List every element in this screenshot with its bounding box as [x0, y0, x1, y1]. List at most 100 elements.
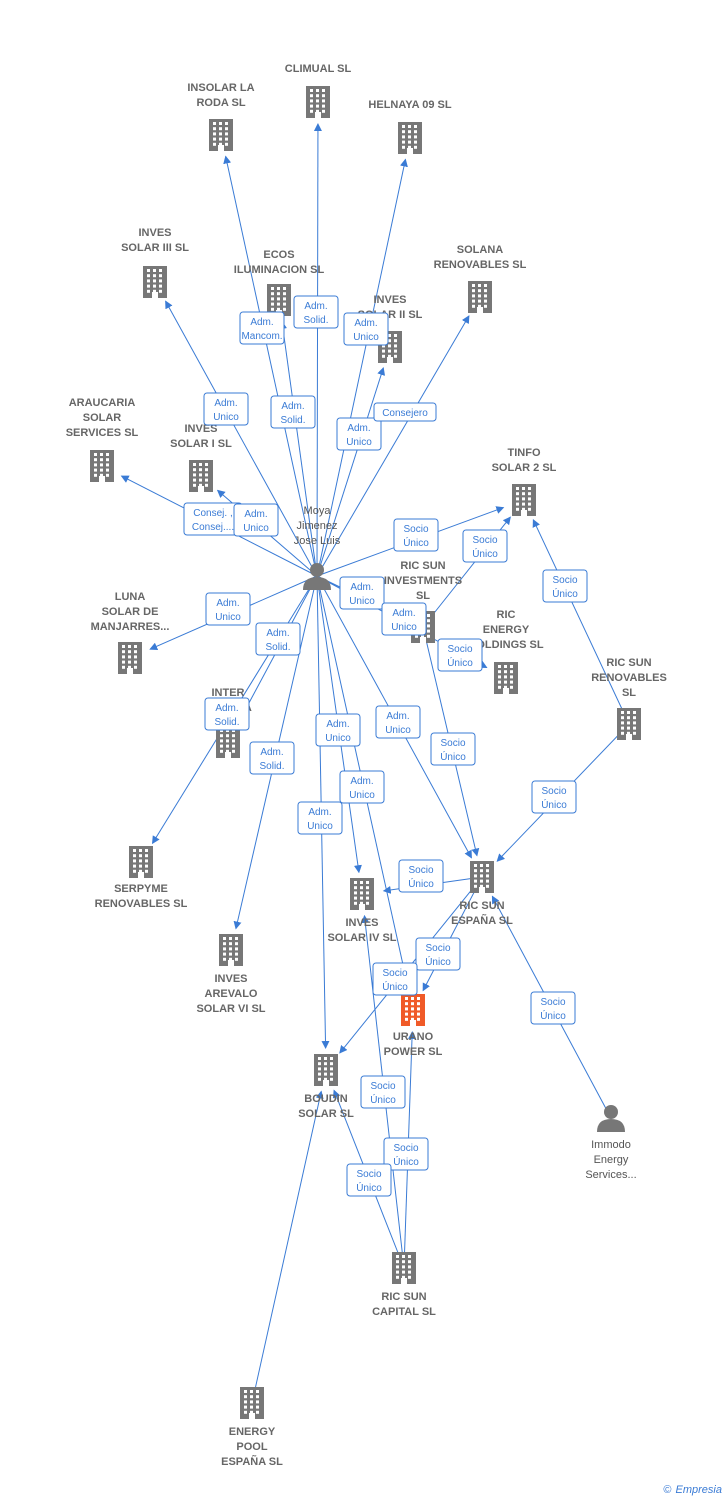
edge-label-text: Adm. [214, 398, 237, 409]
node-label: RENOVABLES [591, 672, 667, 684]
edge-label[interactable]: Adm.Unico [297, 801, 343, 835]
node-climual[interactable]: CLIMUAL SL [285, 63, 352, 118]
edge-label[interactable]: Adm.Unico [315, 713, 361, 747]
node-label: RIC SUN [400, 560, 445, 572]
edge-label-box [381, 602, 427, 636]
edge-label-text: Adm. [326, 719, 349, 730]
edge-label-text: Socio [356, 1169, 381, 1180]
node-label: ESPAÑA SL [221, 1455, 283, 1468]
edge-label-text: Único [552, 587, 578, 600]
node-label: SL [622, 687, 636, 699]
node-label: RIC SUN [381, 1291, 426, 1303]
node-ricren[interactable]: RIC SUN RENOVABLES SL [591, 657, 667, 740]
footer-brand[interactable]: ©Empresia [663, 1484, 722, 1496]
edge-label[interactable]: Adm.Solid. [255, 622, 301, 656]
person-icon [303, 563, 331, 590]
node-inves3[interactable]: INVES SOLAR III SL [121, 227, 189, 298]
edge-label[interactable]: Consej. ,Consej.... [183, 502, 243, 536]
edge-label-text: Unico [391, 622, 417, 633]
edge-moya-inves2 [316, 367, 386, 577]
edge-label-text: Único [382, 980, 408, 993]
node-immodo[interactable]: ImmodoEnergyServices... [585, 1105, 637, 1181]
edge-label-box [339, 770, 385, 804]
edge-label[interactable]: Consejero [373, 402, 437, 422]
node-label: SOLAR III SL [121, 242, 189, 254]
edge-label-text: Adm. [244, 509, 267, 520]
edge-label-text: Unico [349, 596, 375, 607]
edge-label[interactable]: Adm.Unico [233, 503, 279, 537]
node-label: INVESTMENTS [384, 575, 462, 587]
edge-label[interactable]: Adm.Unico [375, 705, 421, 739]
node-label: RIC [497, 609, 516, 621]
edge-label[interactable]: Adm.Unico [339, 576, 385, 610]
edge-label-text: Mancom. [241, 331, 282, 342]
edge-label[interactable]: Adm.Unico [205, 592, 251, 626]
edge-label-text: Único [447, 656, 473, 669]
edge-label-text: Solid. [214, 717, 239, 728]
building-icon [512, 484, 536, 516]
edge-label[interactable]: Adm.Unico [381, 602, 427, 636]
node-label: RIC SUN [459, 900, 504, 912]
edge-label[interactable]: Adm.Solid. [270, 395, 316, 429]
edge-label[interactable]: Adm.Unico [343, 312, 389, 346]
node-label: RENOVABLES SL [434, 259, 527, 271]
edge-label[interactable]: Adm.Mancom. [239, 311, 285, 345]
edge-epool-boudin [251, 1090, 324, 1404]
node-helnaya[interactable]: HELNAYA 09 SL [368, 99, 452, 154]
edge-label[interactable]: Adm.Unico [203, 392, 249, 426]
node-label: INVES [138, 227, 171, 239]
edge-ricesp-urano [422, 876, 483, 992]
edge-label[interactable]: Adm.Unico [339, 770, 385, 804]
building-icon [494, 662, 518, 694]
node-label: INTER [212, 687, 245, 699]
edge-label-text: Único [393, 1155, 419, 1168]
node-label: RIC SUN [606, 657, 651, 669]
edge-label-text: Unico [353, 332, 379, 343]
edge-label[interactable]: Adm.Solid. [293, 295, 339, 329]
edge-label-text: Socio [541, 786, 566, 797]
node-label: INVES [373, 294, 406, 306]
person-icon [597, 1105, 625, 1132]
edge-label-box [255, 622, 301, 656]
edge-label[interactable]: Adm.Solid. [249, 741, 295, 775]
edge-ricren-tinfo [532, 519, 630, 725]
edge-label[interactable]: Adm.Unico [336, 417, 382, 451]
edge-label-text: Unico [346, 437, 372, 448]
edge-moya-climual [313, 122, 322, 577]
edge-label-box [293, 295, 339, 329]
building-icon [143, 266, 167, 298]
edge-label[interactable]: Adm.Solid. [204, 697, 250, 731]
